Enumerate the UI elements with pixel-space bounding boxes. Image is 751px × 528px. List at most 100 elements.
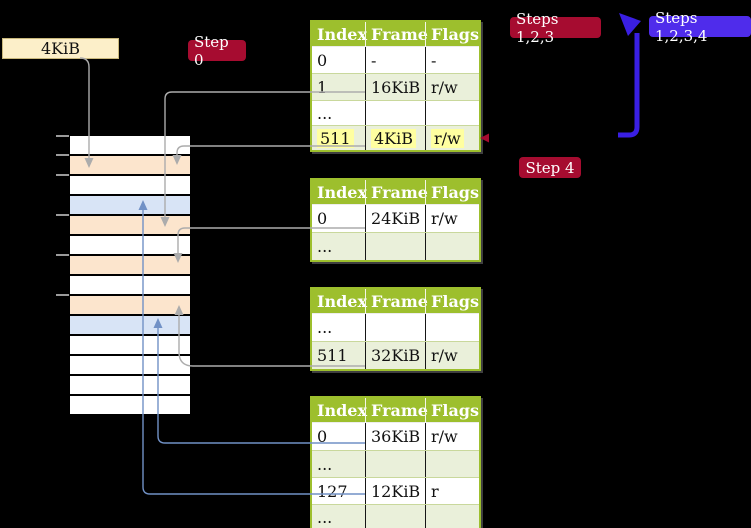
table-row: 0 - -: [312, 46, 479, 73]
table-row: 0 24KiB r/w: [312, 204, 479, 232]
header-flags: Flags: [425, 180, 479, 204]
step4-badge: Step 4: [519, 157, 581, 178]
cell-flags: [425, 505, 479, 528]
header-flags: Flags: [425, 22, 479, 46]
cell-flags: r/w: [425, 74, 479, 100]
cell-frame: [365, 451, 425, 477]
cell-frame: 36KiB: [365, 423, 425, 450]
step0-label: Step 0: [194, 32, 229, 69]
header-index: Index: [317, 182, 368, 202]
cell-frame: -: [365, 47, 425, 73]
header-frame: Frame: [365, 180, 428, 204]
steps123-label: Steps 1,2,3: [516, 9, 559, 46]
memory-tick: [56, 154, 69, 156]
memory-tick: [56, 294, 69, 296]
cell-index: ...: [317, 318, 333, 337]
table-row: 511 32KiB r/w: [312, 341, 479, 369]
memory-frame-row-plain: [70, 276, 190, 294]
table-row: ...: [312, 232, 479, 260]
memory-frame-row-plain: [70, 136, 190, 154]
cell-flags: r/w: [425, 205, 479, 232]
cell-index: ...: [317, 237, 333, 256]
header-frame: Frame: [365, 289, 428, 313]
cell-index: 0: [317, 427, 328, 446]
cell-flags: r: [425, 478, 479, 504]
table-header-row: Index Frame Flags: [312, 22, 479, 46]
cell-flags: r/w: [425, 342, 479, 369]
cell-index: 511: [317, 346, 348, 365]
header-frame: Frame: [365, 22, 428, 46]
header-flags: Flags: [425, 289, 479, 313]
memory-frame-row-table: [70, 296, 190, 314]
memory-frame-row-table: [70, 256, 190, 274]
memory-frame-row-plain: [70, 236, 190, 254]
table-row: ...: [312, 100, 479, 125]
memory-tick: [56, 174, 69, 176]
header-index: Index: [317, 291, 368, 311]
page-table-level1: Index Frame Flags 0 36KiB r/w ... 127 12…: [310, 396, 481, 528]
cell-index: ...: [317, 103, 333, 123]
recursive-loop-arrow: [618, 33, 640, 138]
cell-index: 511: [312, 126, 365, 150]
cell-index: 0: [317, 209, 328, 228]
cell-flags: [425, 451, 479, 477]
memory-tick: [56, 135, 69, 137]
cell-index: 0: [317, 50, 328, 70]
root-table-address-label: 4KiB: [40, 39, 80, 58]
header-flags: Flags: [425, 398, 479, 422]
memory-frame-row-table: [70, 216, 190, 234]
recursive-loop-arrowhead: [619, 13, 641, 36]
highlight-entry-arrowhead: [480, 133, 489, 143]
memory-frame-row-plain: [70, 336, 190, 354]
page-table-level2: Index Frame Flags ... 511 32KiB r/w: [310, 287, 481, 371]
table-header-row: Index Frame Flags: [312, 180, 479, 204]
memory-frame-row-plain: [70, 356, 190, 374]
table-row: 0 36KiB r/w: [312, 422, 479, 450]
root-table-address-box: 4KiB: [2, 38, 119, 59]
memory-frame-row-table: [70, 156, 190, 174]
cell-frame: 12KiB: [365, 478, 425, 504]
header-frame: Frame: [365, 398, 428, 422]
cell-flags: -: [425, 47, 479, 73]
highlighted-value: r/w: [431, 128, 464, 148]
cell-frame: 4KiB: [365, 126, 425, 150]
table-row-recursive-entry: 511 4KiB r/w: [312, 125, 479, 150]
cell-index: ...: [317, 454, 333, 474]
table-header-row: Index Frame Flags: [312, 398, 479, 422]
table-row: 1 16KiB r/w: [312, 73, 479, 100]
steps1234-label: Steps 1,2,3,4: [655, 8, 708, 45]
highlighted-value: 511: [317, 128, 354, 148]
cell-flags: [425, 314, 479, 341]
steps1234-badge: Steps 1,2,3,4: [649, 9, 751, 45]
cell-index: ...: [317, 507, 333, 527]
cell-index: 1: [317, 77, 328, 97]
memory-frame-row-mapped: [70, 196, 190, 214]
memory-frame-row-plain: [70, 376, 190, 394]
step0-badge: Step 0: [188, 33, 246, 69]
header-index: Index: [317, 400, 368, 420]
header-index: Index: [317, 24, 368, 44]
cell-flags: [425, 233, 479, 260]
memory-tick: [56, 214, 69, 216]
cell-frame: [365, 233, 425, 260]
memory-frame-row-plain: [70, 396, 190, 414]
physical-memory-stack: [70, 136, 190, 416]
cell-frame: [365, 314, 425, 341]
memory-frame-row-mapped: [70, 316, 190, 334]
table-row: ...: [312, 450, 479, 477]
step4-label: Step 4: [525, 158, 575, 177]
cell-frame: 32KiB: [365, 342, 425, 369]
table-row: ...: [312, 313, 479, 341]
cell-frame: 24KiB: [365, 205, 425, 232]
cell-frame: 16KiB: [365, 74, 425, 100]
page-table-level4: Index Frame Flags 0 - - 1 16KiB r/w ... …: [310, 20, 481, 152]
cell-flags: r/w: [425, 423, 479, 450]
highlighted-value: 4KiB: [371, 128, 417, 148]
cell-flags: [425, 101, 479, 125]
cell-frame: [365, 505, 425, 528]
memory-frame-row-plain: [70, 176, 190, 194]
table-row: ...: [312, 504, 479, 528]
page-table-level3: Index Frame Flags 0 24KiB r/w ...: [310, 178, 481, 262]
steps123-badge: Steps 1,2,3: [510, 10, 601, 46]
